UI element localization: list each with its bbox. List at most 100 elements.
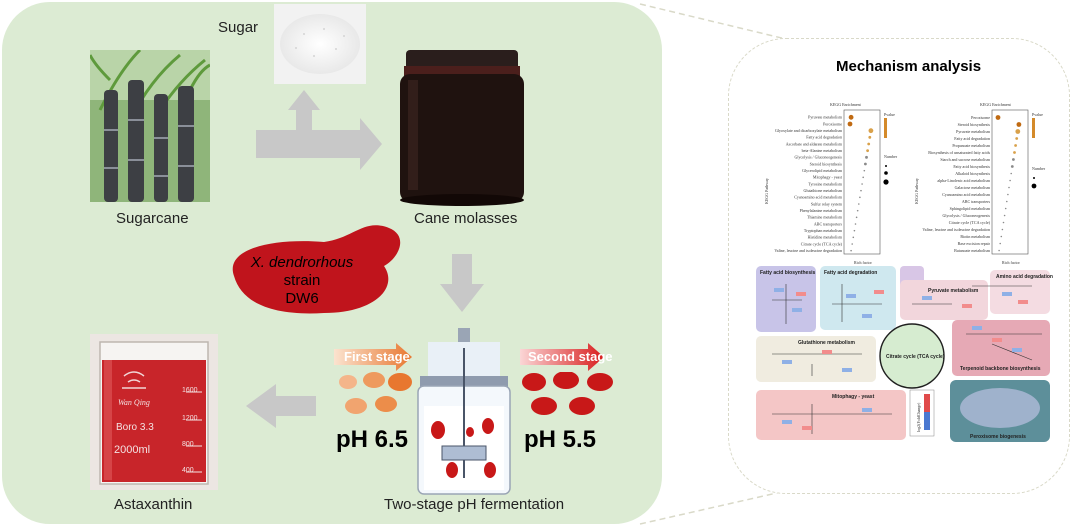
tca-cycle-title: Citrate cycle (TCA cycle): [886, 354, 945, 360]
kegg_right-term-5: Biosynthesis of unsaturated fatty acids: [928, 150, 990, 155]
beaker-glass: Boro 3.3: [116, 422, 154, 433]
second-stage-arrow: [520, 343, 604, 371]
kegg_left-term-18: Histidine metabolism: [808, 235, 843, 240]
kegg_right-dot-8: [1010, 172, 1012, 175]
kegg_left-term-13: Sulfur relay system: [811, 201, 843, 206]
beaker-mark-3: 400: [182, 467, 194, 474]
terpenoid-title: Terpenoid backbone biosynthesis: [960, 366, 1041, 372]
kegg_left-term-7: Steroid biosynthesis: [810, 161, 843, 166]
beaker-brand: Wan Qing: [118, 398, 150, 407]
fatty-acid-degradation-box: [820, 266, 896, 330]
kegg_left-term-4: Ascorbate and aldarate metabolism: [786, 141, 843, 146]
kegg-left-frame: [843, 109, 881, 255]
kegg_right-term-1: Steroid biosynthesis: [958, 122, 991, 127]
kegg_left-dot-15: [855, 216, 858, 219]
kegg_right-term-19: Butanoate metabolism: [954, 248, 991, 253]
sugar-label: Sugar: [218, 19, 259, 36]
peroxisome-organelle: [960, 388, 1040, 428]
peroxisome-title: Peroxisome biogenesis: [970, 434, 1026, 440]
kegg_right-term-17: Biotin metabolism: [960, 234, 991, 239]
kegg_right-term-16: Valine, leucine and isoleucine degradati…: [922, 227, 990, 233]
kegg_right-term-6: Starch and sucrose metabolism: [940, 157, 991, 162]
kegg-plots: KEGG Enrichment Pyruvate metabolismPerox…: [764, 102, 1046, 265]
fold-change-bar-up: [924, 394, 930, 412]
second-stage-label: Second stage: [528, 349, 613, 364]
kegg-right-number: Number: [1032, 166, 1046, 171]
kegg_left-dot-0: [848, 114, 854, 120]
mitophagy-box: [756, 390, 906, 440]
kegg_left-term-2: Glyoxylate and dicarboxylate metabolism: [775, 128, 843, 133]
fold-change-bar-down: [924, 412, 930, 430]
kegg_left-term-12: Cyanoamino acid metabolism: [794, 195, 843, 200]
kegg-left-pvalue: Pvalue: [884, 112, 895, 117]
molasses-jar-image: [400, 50, 524, 206]
kegg_right-term-4: Propanoate metabolism: [952, 143, 991, 148]
kegg_right-dot-9: [1009, 179, 1011, 182]
fold-change-legend: [909, 389, 935, 437]
kegg_right-dot-10: [1008, 186, 1010, 189]
kegg-left-size-3: [883, 179, 889, 185]
kegg_right-dot-4: [1014, 144, 1017, 147]
kegg_right-dot-11: [1007, 193, 1009, 196]
kegg_right-dot-18: [999, 242, 1001, 245]
kegg_left-term-11: Glutathione metabolism: [803, 188, 842, 193]
kegg_left-term-19: Citrate cycle (TCA cycle): [801, 241, 843, 246]
left-arrow: [246, 384, 316, 428]
split-arrow: [256, 90, 382, 170]
kegg-left-terms: Pyruvate metabolismPeroxisomeGlyoxylate …: [774, 114, 874, 254]
cane-molasses-label: Cane molasses: [414, 210, 518, 227]
kegg_left-dot-18: [852, 236, 855, 239]
kegg_right-dot-6: [1012, 158, 1015, 161]
strain-label: X. dendrorhous strain DW6: [232, 254, 372, 308]
kegg-right-xlabel: Rich factor: [1002, 260, 1021, 265]
kegg_left-dot-2: [868, 128, 874, 134]
kegg_right-term-13: Sphingolipid metabolism: [950, 206, 991, 211]
kegg_left-dot-20: [850, 249, 852, 252]
strain-name-italic: X. dendrorhous: [250, 254, 354, 271]
kegg_left-dot-8: [863, 169, 866, 172]
glutathione-title: Glutathione metabolism: [798, 340, 856, 346]
kegg_right-term-14: Glycolysis / Gluconeogenesis: [942, 213, 990, 218]
kegg-right-frame: [991, 109, 1029, 255]
fermenter-image: [417, 328, 511, 495]
kegg_right-dot-1: [1016, 122, 1022, 127]
first-stage-arrow: [334, 343, 412, 371]
strain-blob: [232, 225, 401, 314]
kegg_right-dot-3: [1015, 137, 1019, 140]
sugar-image: [274, 4, 366, 84]
kegg_right-dot-0: [995, 115, 1001, 120]
kegg-left-title: KEGG Enrichment: [830, 102, 862, 107]
kegg_left-dot-1: [847, 121, 853, 127]
kegg_right-term-8: Alkaloid biosynthesis: [955, 171, 990, 176]
kegg-left-size-2: [884, 171, 888, 175]
pyruvate-title: Pyruvate metabolism: [928, 288, 979, 294]
kegg_left-term-6: Glycolysis / Gluconeogenesis: [794, 155, 842, 160]
kegg-right-pvalue: Pvalue: [1032, 112, 1043, 117]
kegg_right-dot-16: [1001, 228, 1004, 231]
ph-first-label: pH 6.5: [336, 426, 409, 453]
beaker-mark-0: 1600: [182, 387, 198, 394]
second-stage-cells: [522, 372, 613, 415]
kegg_right-term-3: Fatty acid degradation: [954, 136, 990, 141]
kegg-left-number: Number: [884, 154, 898, 159]
kegg_left-term-0: Pyruvate metabolism: [808, 115, 843, 120]
kegg_left-term-14: Phenylalanine metabolism: [800, 208, 843, 213]
kegg-right-size-1: [1033, 177, 1035, 179]
kegg_left-dot-5: [866, 149, 869, 153]
amino-acid-degradation-title: Amino acid degradation: [996, 274, 1053, 280]
kegg_right-term-11: Cyanoamino acid metabolism: [942, 192, 991, 197]
kegg_right-dot-2: [1015, 129, 1021, 134]
strain-suffix: strain: [283, 272, 321, 289]
sugarcane-image: [90, 50, 210, 202]
fatty-acid-degradation-title: Fatty acid degradation: [824, 270, 877, 276]
amino-acid-degradation-box: [990, 270, 1050, 314]
kegg_right-dot-13: [1004, 207, 1007, 210]
kegg_left-dot-19: [851, 243, 853, 245]
strain-id: DW6: [285, 290, 319, 307]
mechanism-title: Mechanism analysis: [836, 58, 982, 75]
kegg_right-dot-7: [1010, 165, 1014, 168]
kegg_right-term-12: ABC transporters: [962, 199, 991, 204]
kegg_left-term-9: Mitophagy - yeast: [813, 175, 843, 180]
kegg_left-dot-17: [853, 229, 856, 232]
